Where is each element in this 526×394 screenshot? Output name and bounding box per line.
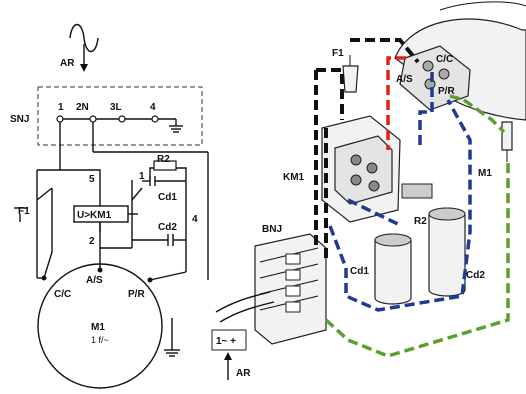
wire-blue: [418, 72, 434, 150]
sine-wave-icon: [69, 23, 99, 53]
motor-type-label: 1 f/~: [91, 335, 109, 345]
cd2-label: Cd2: [158, 222, 177, 233]
wire-black: [316, 68, 344, 120]
arrow-head-icon: [80, 64, 88, 72]
arrow-head-icon: [224, 352, 232, 360]
pr-label: P/R: [438, 86, 455, 97]
terminal-screw: [285, 285, 301, 297]
wire-red: [386, 56, 406, 150]
terminal-screw: [285, 253, 301, 265]
cap1-label: Cd1: [350, 266, 369, 277]
terminal-dot: [118, 115, 126, 123]
terminal-post: [438, 68, 450, 80]
terminal-screw: [285, 301, 301, 313]
resistor-label: R2: [414, 216, 427, 227]
wire-blue: [347, 198, 403, 228]
wire: [43, 240, 53, 279]
cap2-label: Cd2: [466, 270, 485, 281]
cap2-cap: [428, 207, 466, 221]
motor-label: M1: [478, 168, 492, 179]
relay-terminal: [350, 174, 362, 186]
cable: [215, 291, 271, 313]
terminal-dot: [151, 115, 159, 123]
pin-4-label: 4: [192, 214, 198, 225]
relay-face: [334, 135, 393, 205]
relay-contact-icon: [131, 187, 143, 201]
terminal-3l-label: 3L: [110, 102, 122, 113]
wire-black: [350, 38, 420, 64]
terminal-block-box: [37, 86, 203, 146]
plug-label: 1~ +: [216, 336, 236, 347]
cd1-label: Cd1: [158, 192, 177, 203]
relay-pin-5: 5: [89, 174, 95, 185]
cap2-body: [428, 214, 466, 297]
cap1-cap: [374, 233, 412, 247]
cable: [219, 301, 275, 323]
terminal-block-label: SNJ: [10, 114, 29, 125]
fuse-switch-icon: [36, 187, 53, 201]
relay-terminal: [350, 154, 362, 166]
motor-cc-label: C/C: [54, 289, 71, 300]
fuse-body: [342, 65, 359, 93]
pin-1-label: 1: [139, 171, 145, 182]
wire-blue: [344, 99, 472, 312]
illustration: F1 C/C A/S P/R KM1 M1 BNJ R2 Cd1 Cd2 1~ …: [211, 1, 526, 380]
cc-label: C/C: [436, 54, 453, 65]
terminal-screw: [285, 269, 301, 281]
terminal-4-label: 4: [150, 102, 156, 113]
dome-outline: [439, 1, 526, 11]
relay-label: KM1: [283, 172, 305, 183]
resistor-body: [401, 183, 433, 199]
supply-label: AR: [236, 368, 251, 379]
terminal-2n-label: 2N: [76, 102, 89, 113]
terminal-post: [422, 60, 434, 72]
wire: [149, 271, 187, 281]
motor-pr-label: P/R: [128, 289, 145, 300]
relay-pin-2: 2: [89, 236, 95, 247]
relay-terminal: [368, 180, 380, 192]
resistor-icon: [153, 160, 177, 171]
wire-green: [324, 160, 510, 358]
terminal-dot: [89, 115, 97, 123]
resistor-label: R2: [157, 154, 170, 165]
wire-green: [462, 98, 506, 134]
supply-plug: [211, 329, 247, 351]
schematic: AR SNJ 1 2N 3L 4 F1 5 2: [10, 23, 209, 389]
terminal-dot: [97, 267, 103, 273]
supply-label: AR: [60, 58, 75, 69]
block-label: BNJ: [262, 224, 282, 235]
fuse-label: F1: [18, 206, 30, 217]
motor-connector: [501, 121, 513, 151]
motor-name-label: M1: [91, 322, 105, 333]
relay-label: U>KM1: [77, 210, 112, 221]
relay-terminal: [366, 162, 378, 174]
motor-as-label: A/S: [86, 275, 103, 286]
wire-blue: [328, 225, 348, 269]
terminal-dot: [56, 115, 64, 123]
cap1-body: [374, 240, 412, 305]
as-label: A/S: [396, 74, 413, 85]
wire-green: [449, 94, 465, 102]
terminal-1-label: 1: [58, 102, 64, 113]
fuse-label: F1: [332, 48, 344, 59]
